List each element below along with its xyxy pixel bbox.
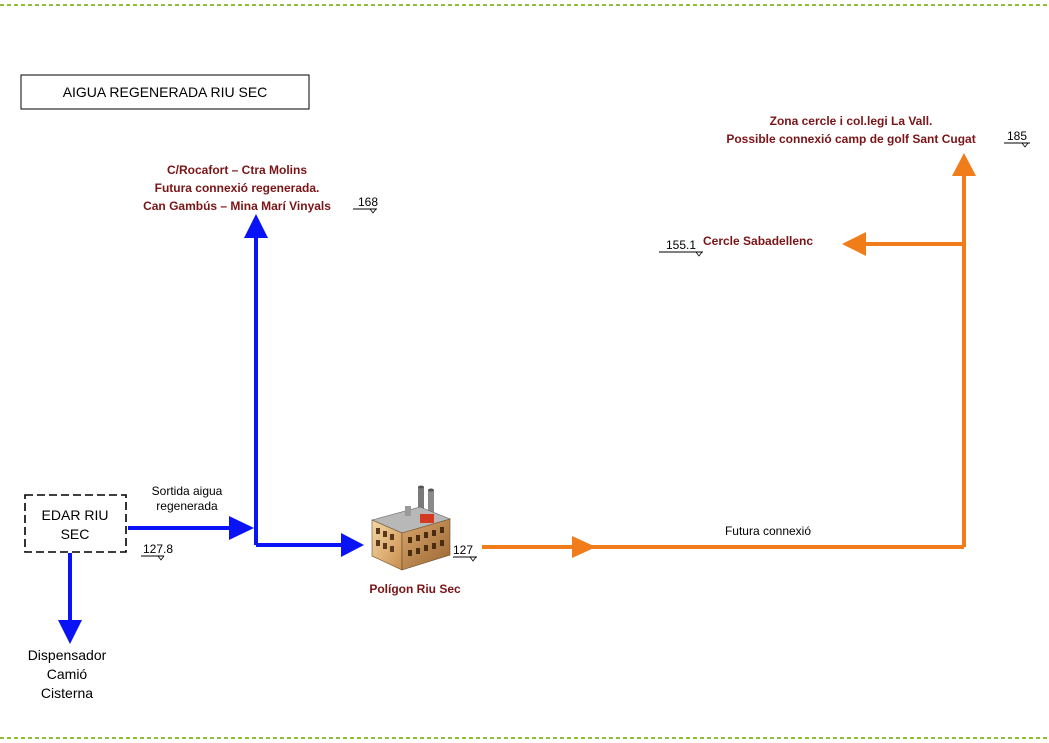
orange-pipes	[482, 153, 976, 558]
dispenser-node: Dispensador Camió Cisterna	[28, 647, 107, 701]
futura-connexio-label: Futura connexió	[725, 524, 811, 538]
edar-elevation: 127.8	[143, 542, 173, 556]
poligon-label: Polígon Riu Sec	[369, 582, 461, 596]
zona-cercle-elevation: 185	[1007, 129, 1027, 143]
cercle-sabadellenc-elevation-marker: 155.1	[659, 238, 703, 257]
dispenser-label-line1: Dispensador	[28, 647, 107, 663]
sortida-label-line2: regenerada	[156, 499, 218, 513]
arrow-edar-outlet	[229, 516, 254, 540]
zona-cercle-elevation-marker: 185	[1004, 129, 1030, 148]
rocafort-label-line3: Can Gambús – Mina Marí Vinyals	[143, 199, 331, 213]
zona-cercle-node: Zona cercle i col.legi La Vall. Possible…	[726, 114, 975, 146]
cercle-sabadellenc-elevation: 155.1	[666, 238, 696, 252]
dispenser-label-line3: Cisterna	[41, 685, 93, 701]
rocafort-label-line2: Futura connexió regenerada.	[155, 181, 320, 195]
dispenser-label-line2: Camió	[47, 666, 88, 682]
arrow-zona-cercle	[952, 153, 976, 176]
poligon-elevation-marker: 127	[453, 543, 477, 562]
arrow-rocafort	[244, 214, 268, 238]
edar-node: EDAR RIU SEC	[24, 494, 127, 553]
cercle-sabadellenc-label: Cercle Sabadellenc	[703, 234, 813, 248]
arrow-dispenser	[58, 620, 82, 644]
edar-label-line1: EDAR RIU	[42, 507, 109, 523]
rocafort-node: C/Rocafort – Ctra Molins Futura connexió…	[143, 163, 331, 213]
factory-icon	[371, 485, 451, 571]
rocafort-label-line1: C/Rocafort – Ctra Molins	[167, 163, 307, 177]
page-title: AIGUA REGENERADA RIU SEC	[63, 84, 268, 100]
arrow-cercle-sabadellenc	[842, 232, 866, 256]
zona-cercle-label-line1: Zona cercle i col.legi La Vall.	[770, 114, 933, 128]
rocafort-elevation-marker: 168	[353, 195, 378, 214]
poligon-elevation: 127	[453, 543, 473, 557]
edar-label-line2: SEC	[61, 526, 90, 542]
sortida-label-line1: Sortida aigua	[152, 484, 223, 498]
zona-cercle-label-line2: Possible connexió camp de golf Sant Cuga…	[726, 132, 975, 146]
rocafort-elevation: 168	[358, 195, 378, 209]
arrow-poligon	[341, 533, 364, 557]
arrow-futura	[572, 536, 596, 558]
edar-elevation-marker: 127.8	[141, 542, 173, 561]
blue-pipes	[58, 214, 364, 644]
title-box: AIGUA REGENERADA RIU SEC	[20, 74, 310, 110]
